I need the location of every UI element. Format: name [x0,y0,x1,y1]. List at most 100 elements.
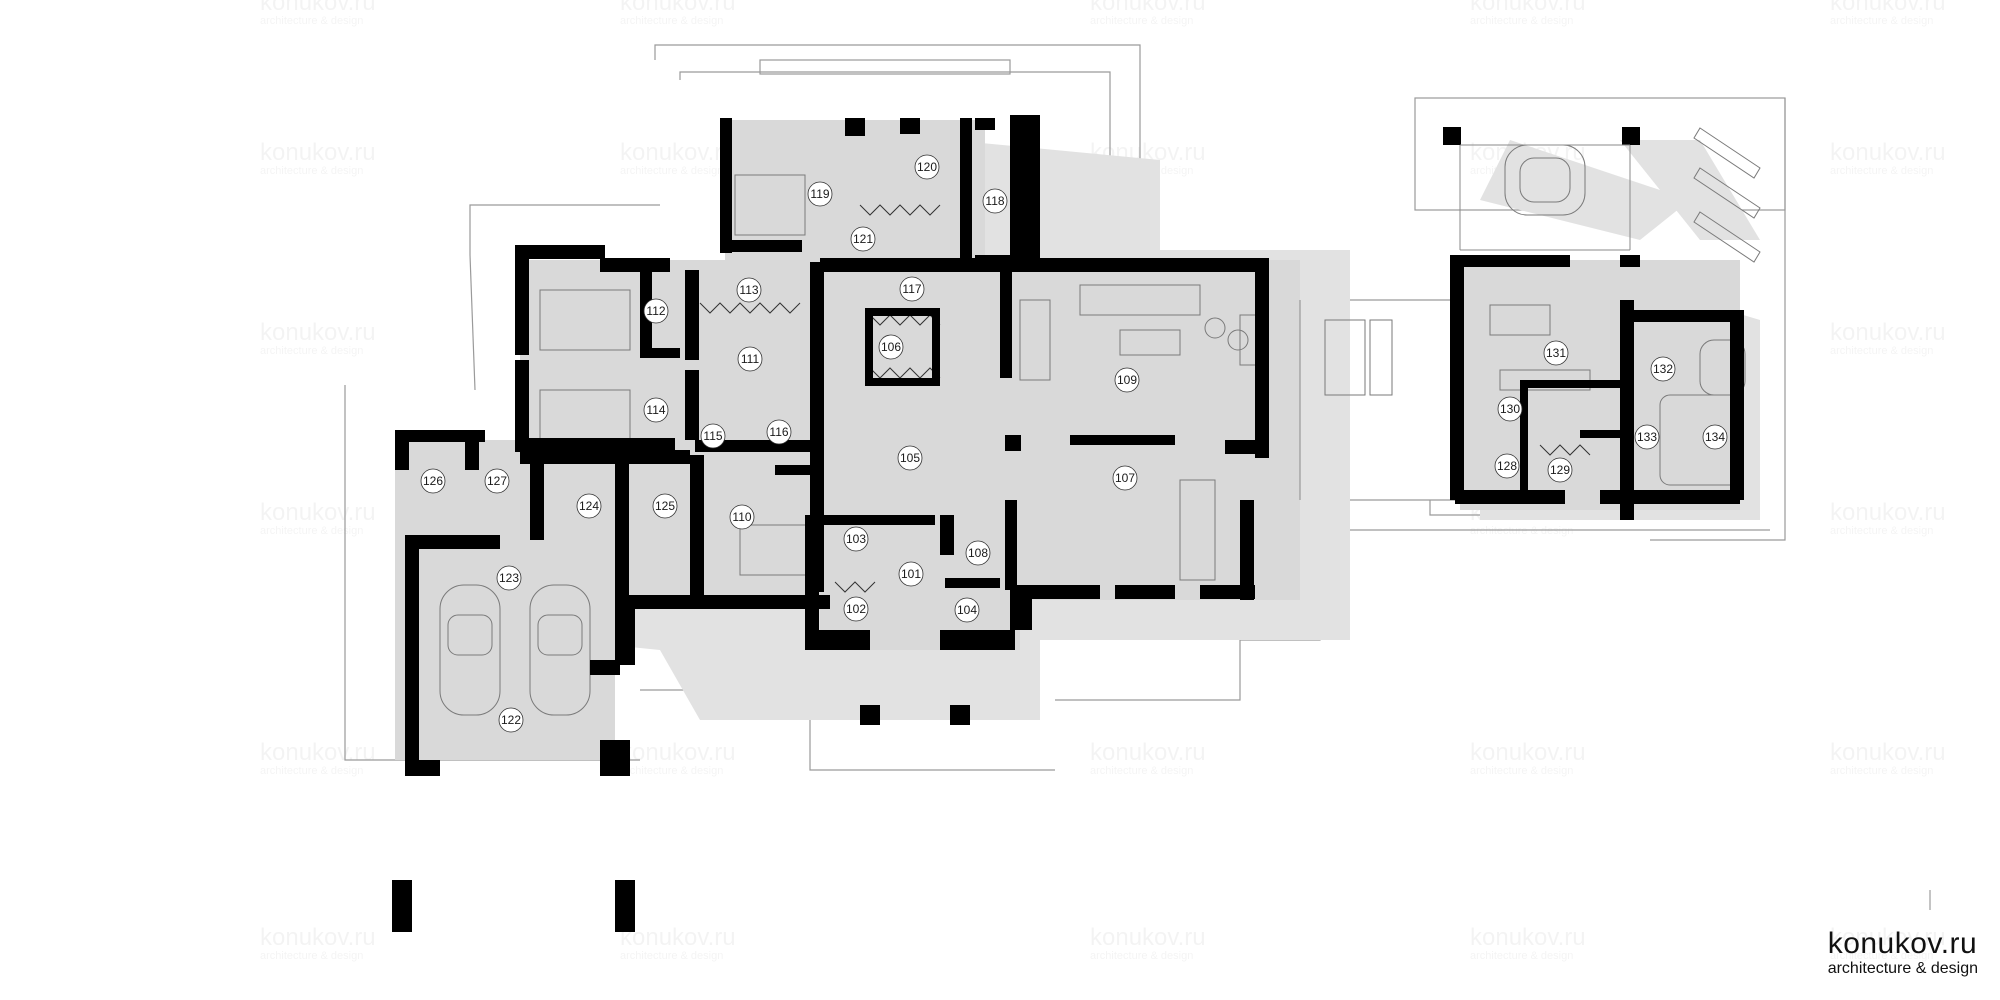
watermark-name: konukov.ru [260,499,376,526]
wardrobes [699,204,1591,593]
watermark-tagline: architecture & design [1090,15,1193,27]
room-badge-124: 124 [576,493,602,519]
room-badge-130: 130 [1497,396,1523,422]
room-badge-119: 119 [807,181,833,207]
room-badge-circle [737,346,763,372]
room-badge-circle [1497,396,1523,422]
room-badge-114: 114 [643,397,669,423]
room-badge-circle [878,334,904,360]
detail-lines [1299,144,1931,910]
watermark-name: konukov.ru [1830,739,1946,766]
brand-tagline: architecture & design [1827,960,1978,977]
room-number-128: 128 [1497,459,1517,473]
watermark-tagline: architecture & design [260,765,363,777]
room-number-134: 134 [1705,430,1725,444]
watermark-tagline: architecture & design [1830,950,1933,962]
room-badge-127: 127 [484,468,510,494]
room-badge-111: 111 [737,346,763,372]
room-badge-104: 104 [954,597,980,623]
furniture [439,127,1761,716]
brand-name: konukov.ru [1827,927,1978,960]
watermark-tagline: architecture & design [260,345,363,357]
room-number-102: 102 [846,602,866,616]
room-badge-circle [982,188,1008,214]
room-badge-106: 106 [878,334,904,360]
walls [392,115,1744,932]
room-badge-117: 117 [899,276,925,302]
room-number-105: 105 [900,451,920,465]
room-badge-115: 115 [700,423,726,449]
room-badge-109: 109 [1114,367,1140,393]
room-badge-129: 129 [1547,457,1573,483]
watermark-name: konukov.ru [620,739,736,766]
watermark-tagline: architecture & design [1830,765,1933,777]
watermark-tagline: architecture & design [1090,950,1193,962]
watermark-tagline: architecture & design [260,525,363,537]
watermark-tagline: architecture & design [1470,525,1573,537]
room-badge-133: 133 [1634,424,1660,450]
room-badge-circle [1112,465,1138,491]
room-badge-118: 118 [982,188,1008,214]
watermark-tagline: architecture & design [260,950,363,962]
room-number-126: 126 [423,474,443,488]
room-number-116: 116 [769,425,788,439]
room-badge-134: 134 [1702,424,1728,450]
watermark-tagline: architecture & design [260,15,363,27]
watermark-name: konukov.ru [1470,924,1586,951]
room-badge-circle [914,154,940,180]
room-badge-circle [898,561,924,587]
room-badge-circle [1702,424,1728,450]
watermark-name: konukov.ru [1830,0,1946,16]
room-badge-circle [897,445,923,471]
watermark-name: konukov.ru [1830,139,1946,166]
room-badge-circle [652,493,678,519]
room-badge-108: 108 [965,540,991,566]
room-badge-circle [484,468,510,494]
room-badge-105: 105 [897,445,923,471]
room-badge-110: 110 [729,504,755,530]
room-badge-125: 125 [652,493,678,519]
room-badge-circle [1634,424,1660,450]
watermark-tagline: architecture & design [620,950,723,962]
watermark-name: konukov.ru [260,319,376,346]
room-badge-113: 113 [736,277,762,303]
room-badge-circle [498,707,524,733]
room-number-129: 129 [1550,463,1570,477]
watermark-name: konukov.ru [260,739,376,766]
room-number-118: 118 [985,194,1004,208]
room-badge-120: 120 [914,154,940,180]
room-badge-101: 101 [898,561,924,587]
room-badge-126: 126 [420,468,446,494]
watermark-tagline: architecture & design [1830,345,1933,357]
watermark-name: konukov.ru [1470,739,1586,766]
room-number-113: 113 [739,283,758,297]
watermark-name: konukov.ru [1470,0,1586,16]
room-number-111: 111 [741,352,760,366]
room-badge-circle [899,276,925,302]
watermark-tagline: architecture & design [1830,15,1933,27]
watermark-tagline: architecture & design [1470,950,1573,962]
room-badge-112: 112 [643,298,669,324]
room-number-109: 109 [1117,373,1137,387]
room-badge-circle [965,540,991,566]
room-number-114: 114 [646,403,665,417]
room-number-110: 110 [732,510,751,524]
room-badge-132: 132 [1650,356,1676,382]
room-badge-circle [643,397,669,423]
room-badge-circle [729,504,755,530]
watermark-name: konukov.ru [620,139,736,166]
room-number-117: 117 [902,282,921,296]
room-badge-circle [843,596,869,622]
room-number-104: 104 [957,603,977,617]
room-badge-121: 121 [850,226,876,252]
watermark-name: konukov.ru [1830,924,1946,951]
room-badge-128: 128 [1494,453,1520,479]
room-number-112: 112 [646,304,665,318]
room-number-122: 122 [501,713,521,727]
room-badge-122: 122 [498,707,524,733]
brand-logo: konukov.ru architecture & design [1828,928,1978,978]
room-badge-131: 131 [1543,340,1569,366]
room-badge-circle [843,526,869,552]
room-badge-circle [576,493,602,519]
